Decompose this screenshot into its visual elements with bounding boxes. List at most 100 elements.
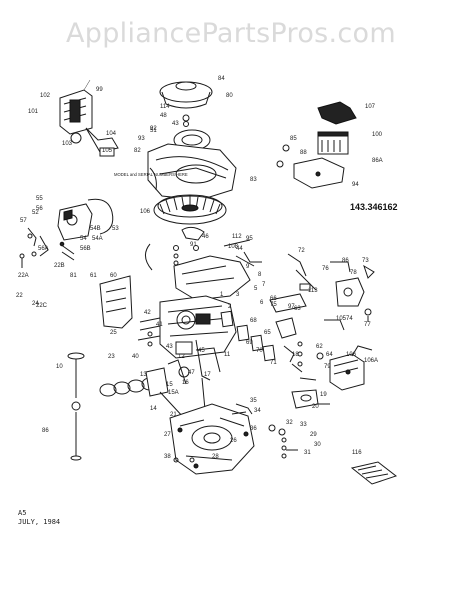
part-callout: 62 — [316, 344, 323, 350]
part-callout: 36 — [250, 426, 257, 432]
part-callout: 63 — [294, 306, 301, 312]
part-callout: 7 — [262, 282, 266, 288]
part-callout: 40 — [132, 354, 139, 360]
part-callout: 17 — [204, 372, 211, 378]
part-callout: 72 — [298, 248, 305, 254]
part-callout: 107 — [365, 104, 376, 110]
blower-housing-drawing — [147, 81, 237, 201]
part-callout: 9 — [246, 264, 250, 270]
part-callout: 103 — [62, 141, 73, 147]
part-callout: 26 — [230, 438, 237, 444]
part-callout: 41 — [156, 322, 163, 328]
part-callout: 43 — [172, 121, 179, 127]
part-callout: 65 — [264, 330, 271, 336]
part-callout: 113 — [308, 288, 318, 294]
part-callout: 32 — [286, 420, 293, 426]
model-number: 143.346162 — [350, 202, 398, 212]
part-callout: 21 — [170, 412, 177, 418]
part-callout: 23 — [108, 354, 115, 360]
part-callout: 73 — [362, 258, 369, 264]
part-callout: 15 — [166, 382, 173, 388]
part-callout: 106 — [140, 209, 151, 215]
part-callout: 94 — [352, 182, 359, 188]
piston-rings-drawing — [99, 359, 202, 426]
carburetor-assembly-drawing — [59, 79, 119, 157]
part-callout: 60 — [110, 273, 117, 279]
part-callout: 2 — [228, 304, 232, 310]
part-callout: 27 — [164, 432, 171, 438]
air-cleaner-drawing — [276, 101, 357, 189]
part-callout: 106A — [364, 358, 378, 364]
part-callout: 61 — [90, 273, 97, 279]
crankshaft-drawing — [195, 339, 330, 421]
part-callout: 11 — [224, 352, 231, 358]
valve-dipstick-drawing — [67, 352, 85, 461]
part-callout: 45 — [198, 348, 205, 354]
part-callout: 15A — [168, 390, 179, 396]
model-serial-note: MODEL and SERIAL NUMBERS HERE — [114, 172, 188, 177]
part-callout: 33 — [300, 422, 307, 428]
part-callout: 13 — [140, 372, 147, 378]
part-callout: 1 — [220, 292, 224, 298]
part-callout: 112 — [232, 234, 242, 240]
flywheel-drawing — [145, 194, 227, 271]
part-callout: 22B — [54, 263, 65, 269]
part-callout: 86A — [372, 158, 383, 164]
part-callout: 3 — [236, 292, 240, 298]
part-callout: 88 — [300, 150, 307, 156]
part-callout: 95 — [246, 236, 253, 242]
part-callout: 29 — [310, 432, 317, 438]
part-callout: 69 — [246, 340, 253, 346]
part-callout: 79 — [324, 364, 331, 370]
part-callout: 91 — [190, 242, 197, 248]
part-callout: 10 — [56, 364, 63, 370]
part-callout: 19 — [320, 392, 327, 398]
part-callout: 35 — [250, 398, 257, 404]
part-callout: 54A — [92, 236, 103, 242]
part-callout: 44 — [236, 246, 243, 252]
engine-block-drawing — [99, 275, 237, 378]
part-callout: 8 — [258, 272, 262, 278]
part-callout: 68 — [250, 318, 257, 324]
part-callout: 22C — [36, 303, 48, 309]
valve-gasket-drawing — [220, 293, 345, 381]
part-callout: 102 — [40, 93, 51, 99]
part-callout: 101 — [28, 109, 39, 115]
part-callout: 20 — [312, 404, 319, 410]
part-callouts: 9910210110310410592938283848011448435110… — [16, 76, 383, 460]
part-callout: 86 — [42, 428, 49, 434]
part-callout: 56 — [36, 206, 43, 212]
part-callout: 25 — [110, 330, 117, 336]
governor-linkage-drawing — [173, 239, 375, 322]
part-callout: 92 — [150, 126, 157, 132]
part-callout: 84 — [218, 76, 225, 82]
part-callout: 99 — [96, 87, 103, 93]
part-callout: 81 — [70, 273, 77, 279]
part-callout: 54B — [90, 226, 101, 232]
part-callout: 42 — [144, 310, 151, 316]
part-callout: 52 — [32, 210, 39, 216]
part-callout: 51 — [150, 128, 157, 134]
part-callout: 5 — [254, 286, 258, 292]
part-callout: 22A — [18, 273, 29, 279]
ignition-coil-drawing — [19, 198, 114, 268]
part-callout: 83 — [250, 177, 257, 183]
sump-cover-drawing — [169, 403, 298, 475]
part-callout: 54 — [80, 236, 87, 242]
part-callout: 18 — [292, 352, 299, 358]
part-callout: 78 — [350, 270, 357, 276]
part-callout: 66 — [270, 296, 277, 302]
part-callout: 114 — [160, 104, 170, 110]
decal-drawing — [350, 461, 398, 485]
part-callout: 12 — [178, 354, 185, 360]
revision-date: JULY, 1984 — [18, 518, 60, 526]
part-callout: 93 — [138, 136, 145, 142]
part-callout: 55 — [36, 196, 43, 202]
part-callout: 14 — [150, 406, 157, 412]
part-callout: 30 — [314, 442, 321, 448]
part-callout: 76 — [322, 266, 329, 272]
part-callout: 82 — [134, 148, 141, 154]
part-callout: 64 — [326, 352, 333, 358]
part-callout: 48 — [160, 113, 167, 119]
